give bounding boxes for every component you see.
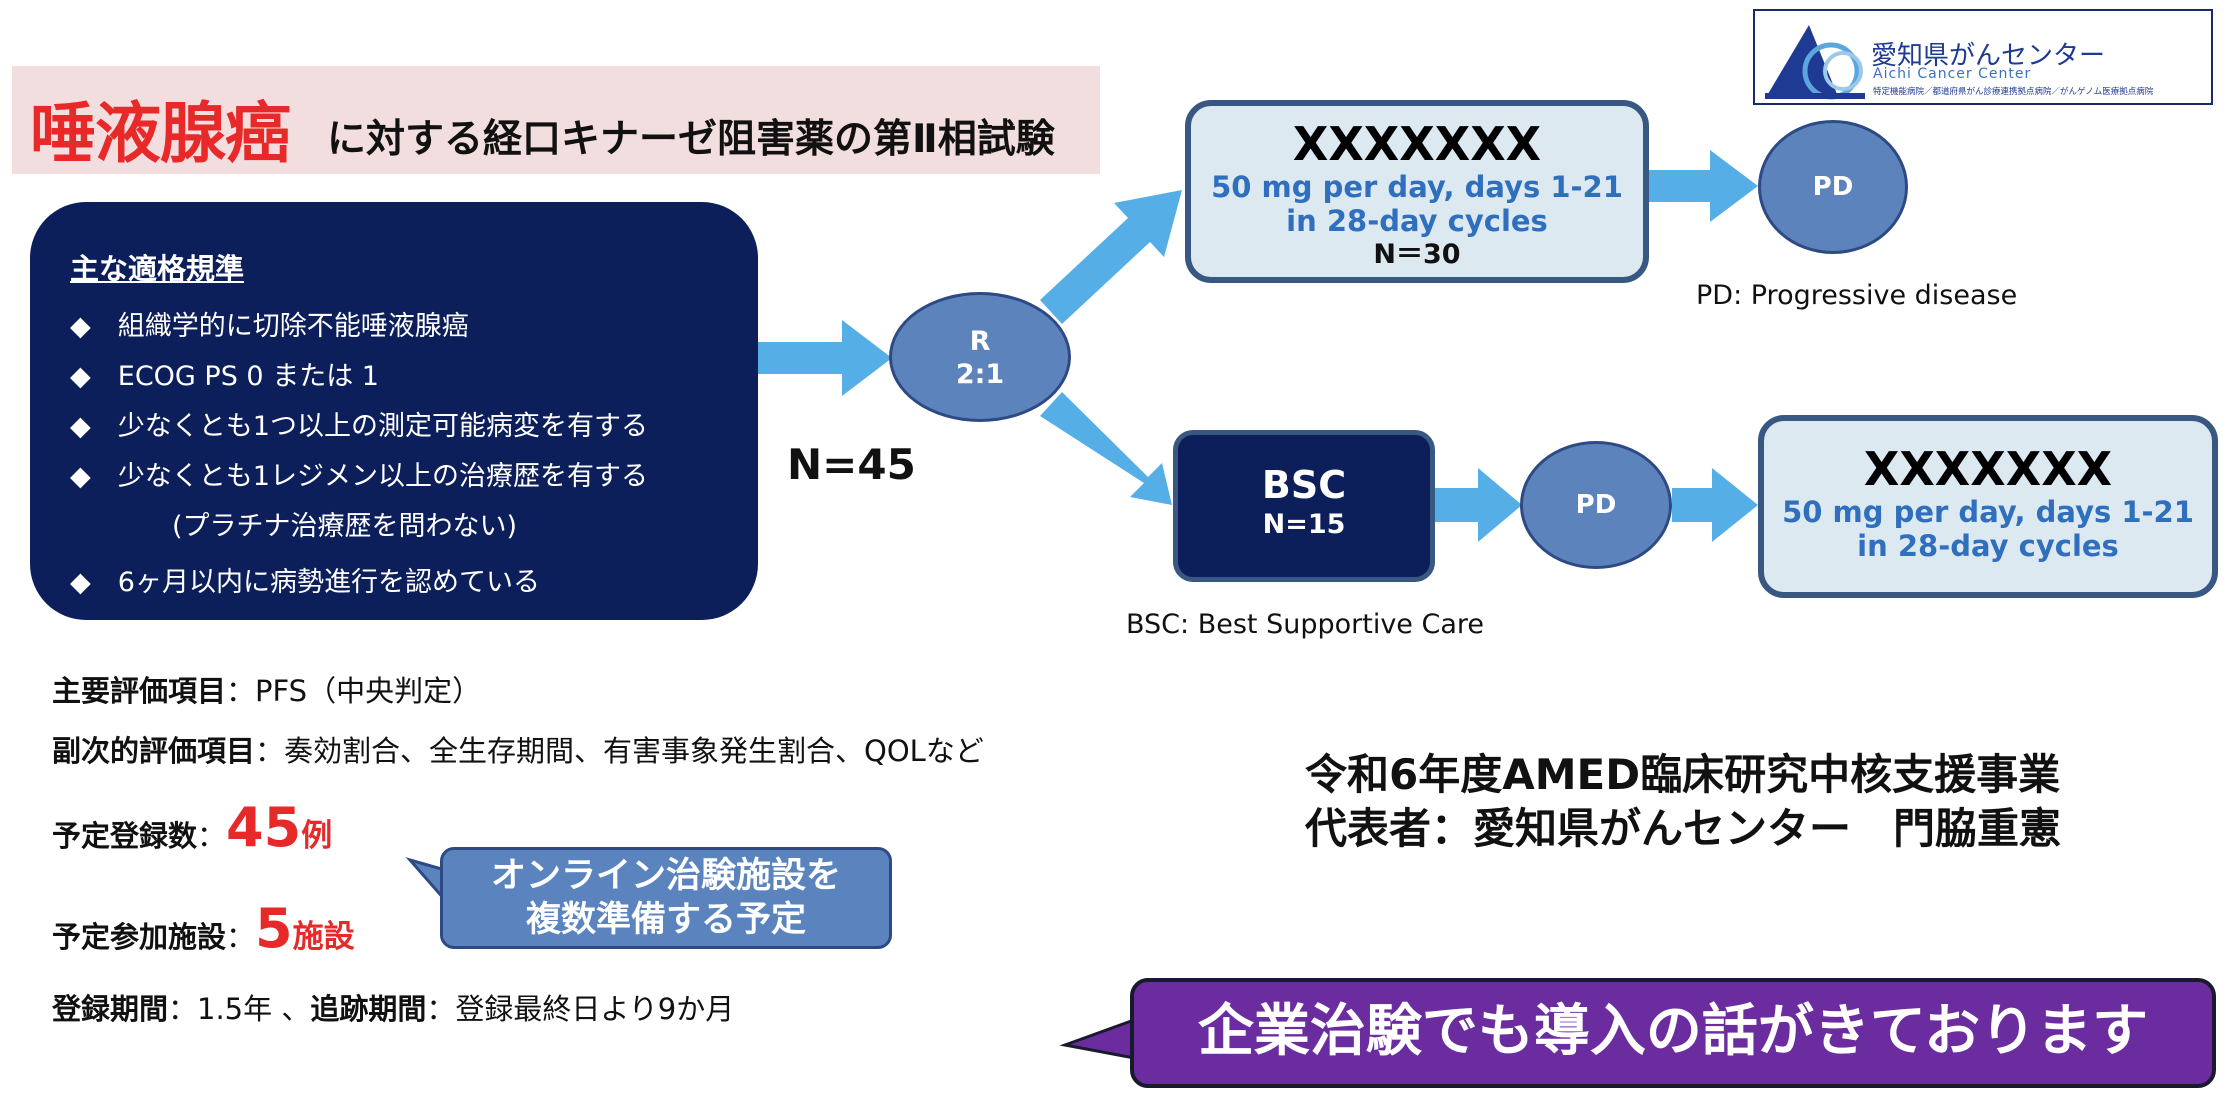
- arm-a-box: XXXXXXX 50 mg per day, days 1-21 in 28-d…: [1185, 100, 1649, 283]
- arrow-bsc-to-pd: [1435, 468, 1522, 542]
- arm-b-box: XXXXXXX 50 mg per day, days 1-21 in 28-d…: [1758, 415, 2218, 598]
- planned-enrollment-number: 45: [226, 796, 302, 859]
- arm-a-drug: XXXXXXX: [1292, 117, 1542, 171]
- corporate-trial-callout: 企業治験でも導入の話がきております: [1130, 978, 2216, 1088]
- eligibility-box: 主な適格規準 ◆ 組織学的に切除不能唾液腺癌 ◆ ECOG PS 0 または 1…: [30, 202, 758, 620]
- separator: ：: [226, 920, 256, 954]
- amed-line2: 代表者：愛知県がんセンター 門脇重憲: [1305, 804, 2062, 853]
- eligibility-item: ◆ 少なくとも1つ以上の測定可能病変を有する: [70, 411, 648, 442]
- planned-sites: 予定参加施設：5施設: [52, 897, 355, 960]
- planned-sites-label: 予定参加施設: [52, 920, 227, 954]
- pd-note: PD: Progressive disease: [1696, 280, 2018, 311]
- enrollment-period-label: 登録期間: [52, 992, 169, 1026]
- planned-sites-unit: 施設: [292, 919, 355, 955]
- planned-enrollment-label: 予定登録数: [52, 819, 198, 853]
- eligibility-item: ◆ ECOG PS 0 または 1: [70, 361, 379, 392]
- title-main: 唾液腺癌: [30, 95, 291, 172]
- primary-endpoint-value: ：PFS（中央判定）: [226, 674, 482, 708]
- secondary-endpoint: 副次的評価項目：奏効割合、全生存期間、有害事象発生割合、QOLなど: [52, 728, 984, 770]
- planned-sites-number: 5: [255, 897, 293, 960]
- randomization-label: R: [969, 326, 991, 357]
- primary-endpoint: 主要評価項目：PFS（中央判定）: [52, 668, 481, 710]
- enrollment-period-value: ：1.5年 、: [168, 992, 311, 1026]
- arm-a-n: N＝30: [1373, 239, 1461, 270]
- title-rest: に対する経口キナーゼ阻害薬の第Ⅱ相試験: [327, 117, 1055, 162]
- title-banner: 唾液腺癌 に対する経口キナーゼ阻害薬の第Ⅱ相試験: [12, 66, 1100, 174]
- secondary-endpoint-value: ：奏効割合、全生存期間、有害事象発生割合、QOLなど: [255, 734, 984, 768]
- eligibility-item-note: (プラチナ治療歴を問わない): [172, 511, 518, 542]
- bsc-box: BSC N=15: [1173, 430, 1435, 582]
- planned-enrollment: 予定登録数：45例: [52, 796, 332, 859]
- arm-b-dose-line1: 50 mg per day, days 1-21: [1782, 495, 2194, 529]
- amed-funding-text: 令和6年度AMED臨床研究中核支援事業 代表者：愛知県がんセンター 門脇重憲: [1305, 748, 2061, 856]
- arrow-to-bsc: [1040, 392, 1172, 505]
- online-sites-callout: オンライン治験施設を 複数準備する予定: [440, 847, 892, 949]
- logo-subtitle: 特定機能病院／都道府県がん診療連携拠点病院／がんゲノム医療拠点病院: [1873, 87, 2154, 97]
- logo-name: 愛知県がんセンター: [1871, 41, 2106, 71]
- bsc-title: BSC: [1261, 463, 1347, 507]
- planned-enrollment-unit: 例: [301, 818, 333, 854]
- aichi-cancer-center-logo: 愛知県がんセンター Aichi Cancer Center 特定機能病院／都道府…: [1753, 9, 2213, 105]
- logo-mark-icon: [1765, 25, 1865, 100]
- eligibility-item: ◆ 6ヶ月以内に病勢進行を認めている: [70, 567, 540, 598]
- online-callout-line2: 複数準備する予定: [525, 900, 806, 940]
- arm-b-drug: XXXXXXX: [1863, 442, 2113, 496]
- secondary-endpoint-label: 副次的評価項目: [52, 734, 256, 768]
- total-n: N=45: [787, 440, 916, 489]
- followup-period-label: 追跡期間: [310, 992, 427, 1026]
- followup-period-value: ：登録最終日より9か月: [426, 992, 735, 1026]
- arrow-to-pd-a: [1649, 150, 1758, 222]
- arrow-pd-to-arm-b: [1672, 468, 1758, 542]
- eligibility-item: ◆ 組織学的に切除不能唾液腺癌: [70, 311, 469, 342]
- study-period: 登録期間：1.5年 、追跡期間：登録最終日より9か月: [52, 986, 734, 1028]
- amed-line1: 令和6年度AMED臨床研究中核支援事業: [1305, 750, 2061, 799]
- arm-a-dose-line1: 50 mg per day, days 1-21: [1211, 170, 1623, 204]
- arm-b-dose-line2: in 28-day cycles: [1857, 529, 2119, 563]
- arrow-to-randomization: [758, 320, 892, 396]
- randomization-node: R 2:1: [889, 292, 1071, 422]
- eligibility-heading: 主な適格規準: [70, 252, 245, 286]
- pd-node-bsc: PD: [1520, 441, 1672, 569]
- arm-a-dose-line2: in 28-day cycles: [1286, 204, 1548, 238]
- pd-node-arm-a: PD: [1758, 120, 1908, 254]
- logo-english-name: Aichi Cancer Center: [1873, 66, 2032, 82]
- primary-endpoint-label: 主要評価項目: [52, 674, 227, 708]
- eligibility-item: ◆ 少なくとも1レジメン以上の治療歴を有する: [70, 461, 648, 492]
- bsc-note: BSC: Best Supportive Care: [1126, 609, 1485, 640]
- callout-corporate-tail: [1059, 1017, 1136, 1060]
- online-callout-line1: オンライン治験施設を: [490, 856, 841, 896]
- separator: ：: [197, 819, 227, 853]
- arrow-to-arm-a: [1040, 190, 1182, 324]
- bsc-n: N=15: [1262, 509, 1346, 540]
- randomization-ratio: 2:1: [955, 359, 1005, 390]
